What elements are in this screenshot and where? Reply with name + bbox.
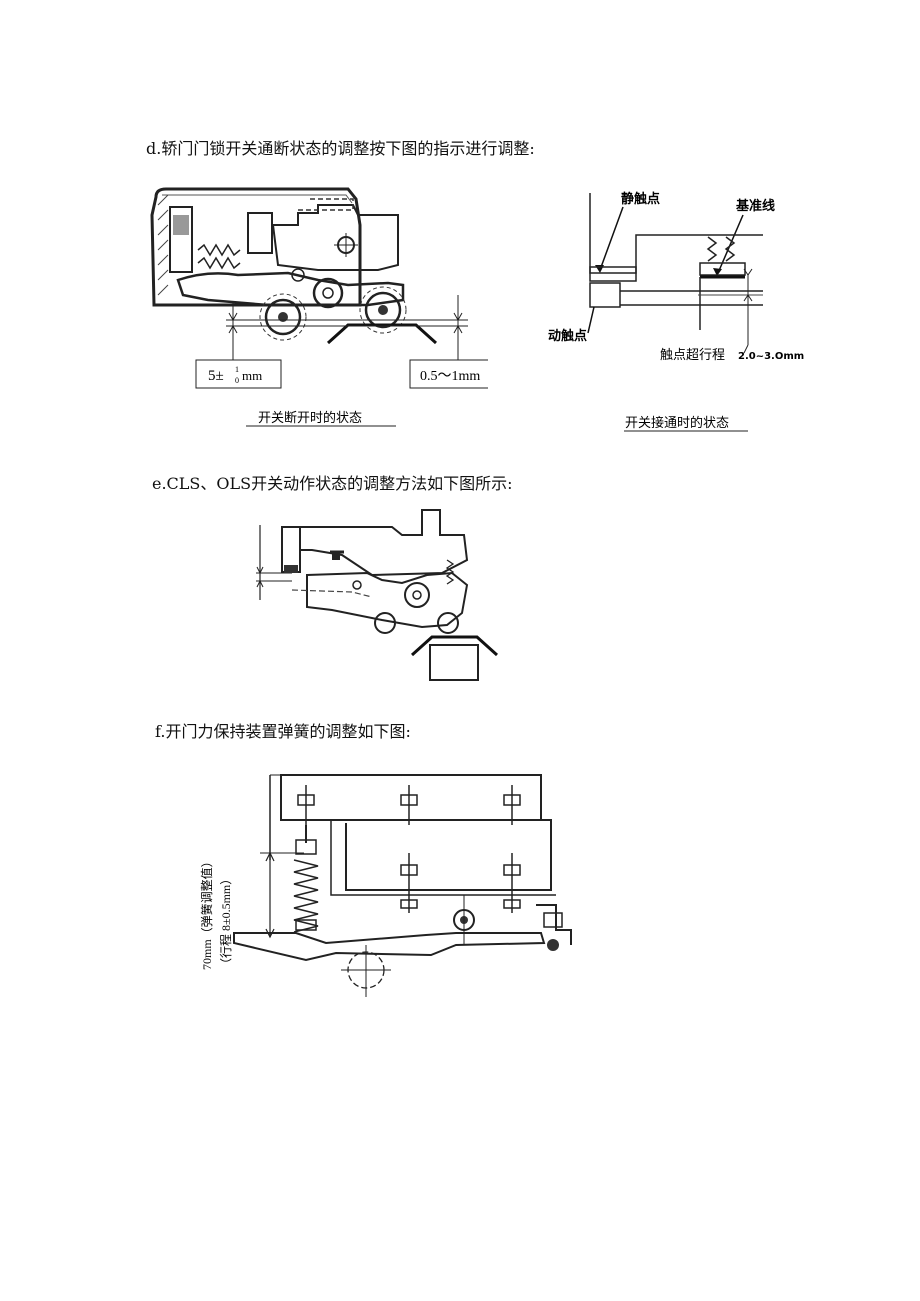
label-overtravel: 触点超行程 — [660, 348, 725, 363]
dim-left-value: 5± — [208, 368, 224, 384]
dim-left-unit: mm — [242, 368, 262, 383]
figure-switch-closed: 静触点 基准线 动触点 触点超行程 2.0~3.Omm 开关接通时的状态 — [548, 185, 808, 435]
caption-switch-closed: 开关接通时的状态 — [625, 415, 729, 431]
dim-left-sub: 0 — [235, 376, 239, 385]
spring-dim-label-2: （行程 8±0.5mm） — [218, 873, 233, 970]
section-d-text: d.轿门门锁开关通断状态的调整按下图的指示进行调整: — [146, 139, 535, 158]
figure-spring-adjust: 70mm（弹簧调整值） （行程 8±0.5mm） — [196, 765, 586, 1005]
figure-switch-open: 5± 1 0 mm 0.5～1mm 开关断开时的状态 — [148, 185, 488, 435]
caption-switch-open: 开关断开时的状态 — [258, 410, 362, 426]
label-moving-contact: 动触点 — [548, 328, 587, 344]
label-baseline: 基准线 — [735, 198, 775, 214]
spring-dim-label-1: 70mm（弹簧调整值） — [199, 855, 214, 970]
label-static-contact: 静触点 — [621, 191, 660, 207]
figure-cls-ols — [252, 505, 502, 685]
section-f-text: f.开门力保持装置弹簧的调整如下图: — [155, 722, 411, 741]
section-e-text: e.CLS、OLS开关动作状态的调整方法如下图所示: — [152, 474, 513, 493]
dim-left-sup: 1 — [235, 365, 239, 374]
dim-right-value: 0.5～1mm — [420, 369, 480, 384]
overtravel-value: 2.0~3.Omm — [738, 351, 804, 362]
